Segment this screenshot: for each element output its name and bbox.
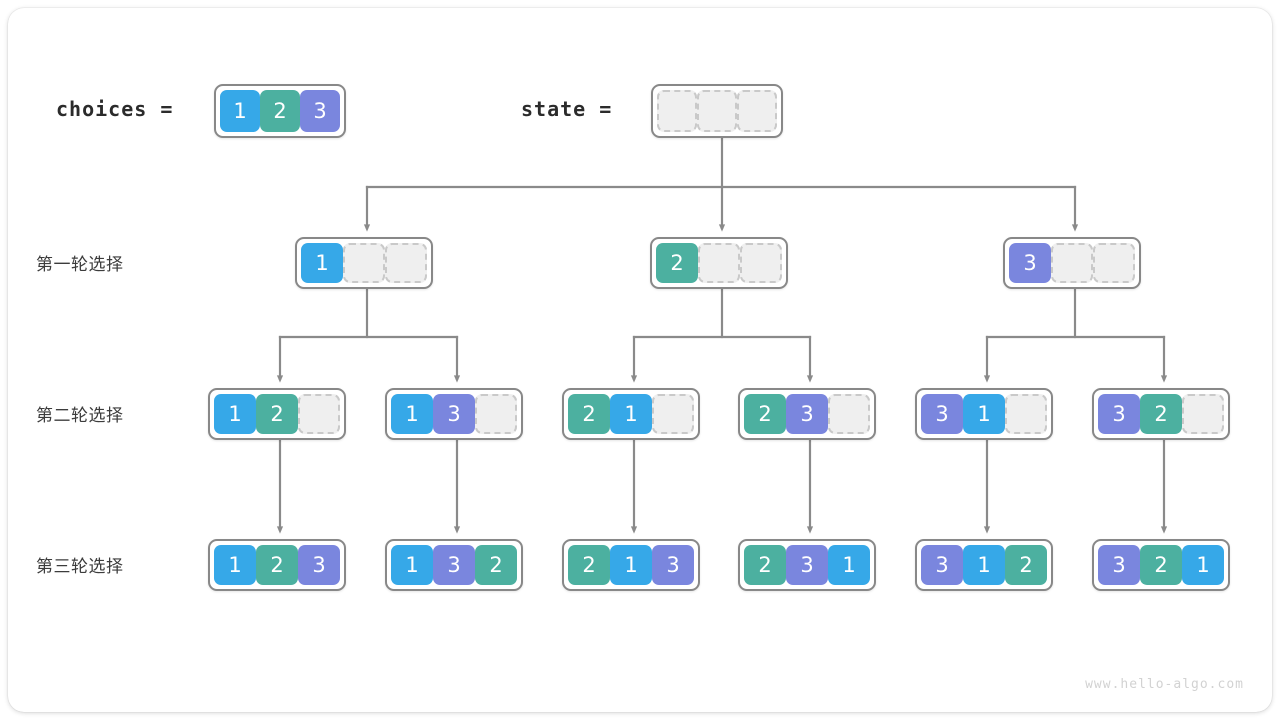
- state-cell-2: [737, 90, 777, 132]
- choices-cell-0: 1: [220, 90, 260, 132]
- level2-3-cell-2: [828, 394, 870, 434]
- level3-1-cell-2: 2: [475, 545, 517, 585]
- choices-cell-1: 2: [260, 90, 300, 132]
- level1-1-cell-1: [698, 243, 740, 283]
- level3-0-cell-0: 1: [214, 545, 256, 585]
- level2-2-cell-1: 1: [610, 394, 652, 434]
- tree-node-level1-2: 3: [1003, 237, 1141, 289]
- tree-node-level1-1: 2: [650, 237, 788, 289]
- choices-label: choices =: [56, 97, 174, 121]
- watermark: www.hello-algo.com: [1085, 677, 1244, 692]
- diagram-frame: [8, 8, 1272, 712]
- level2-5-cell-2: [1182, 394, 1224, 434]
- level3-4-cell-2: 2: [1005, 545, 1047, 585]
- level3-3-cell-2: 1: [828, 545, 870, 585]
- level3-4-cell-0: 3: [921, 545, 963, 585]
- level1-1-cell-0: 2: [656, 243, 698, 283]
- level2-4-cell-1: 1: [963, 394, 1005, 434]
- level3-2-cell-0: 2: [568, 545, 610, 585]
- state-cell-1: [697, 90, 737, 132]
- state-cell-0: [657, 90, 697, 132]
- choices-cell-2: 3: [300, 90, 340, 132]
- level1-2-cell-0: 3: [1009, 243, 1051, 283]
- state-label: state =: [521, 97, 613, 121]
- level2-1-cell-0: 1: [391, 394, 433, 434]
- level1-1-cell-2: [740, 243, 782, 283]
- level2-2-cell-2: [652, 394, 694, 434]
- level3-1-cell-0: 1: [391, 545, 433, 585]
- level1-2-cell-1: [1051, 243, 1093, 283]
- level1-0-cell-0: 1: [301, 243, 343, 283]
- level3-1-cell-1: 3: [433, 545, 475, 585]
- level2-4-cell-2: [1005, 394, 1047, 434]
- level3-4-cell-1: 1: [963, 545, 1005, 585]
- level2-4-cell-0: 3: [921, 394, 963, 434]
- level2-1-cell-2: [475, 394, 517, 434]
- row-label-round-2: 第二轮选择: [36, 406, 124, 426]
- level3-5-cell-1: 2: [1140, 545, 1182, 585]
- level3-0-cell-2: 3: [298, 545, 340, 585]
- level3-2-cell-2: 3: [652, 545, 694, 585]
- level2-3-cell-1: 3: [786, 394, 828, 434]
- level3-5-cell-0: 3: [1098, 545, 1140, 585]
- level1-2-cell-2: [1093, 243, 1135, 283]
- row-label-round-1: 第一轮选择: [36, 255, 124, 275]
- row-label-round-3: 第三轮选择: [36, 557, 124, 577]
- level3-3-cell-0: 2: [744, 545, 786, 585]
- level2-5-cell-1: 2: [1140, 394, 1182, 434]
- level3-2-cell-1: 1: [610, 545, 652, 585]
- tree-node-level1-0: 1: [295, 237, 433, 289]
- level3-0-cell-1: 2: [256, 545, 298, 585]
- level2-3-cell-0: 2: [744, 394, 786, 434]
- state-array: [651, 84, 783, 138]
- level2-0-cell-1: 2: [256, 394, 298, 434]
- level2-2-cell-0: 2: [568, 394, 610, 434]
- level1-0-cell-2: [385, 243, 427, 283]
- level3-3-cell-1: 3: [786, 545, 828, 585]
- level3-5-cell-2: 1: [1182, 545, 1224, 585]
- level1-0-cell-1: [343, 243, 385, 283]
- level2-0-cell-0: 1: [214, 394, 256, 434]
- level2-0-cell-2: [298, 394, 340, 434]
- level2-5-cell-0: 3: [1098, 394, 1140, 434]
- level2-1-cell-1: 3: [433, 394, 475, 434]
